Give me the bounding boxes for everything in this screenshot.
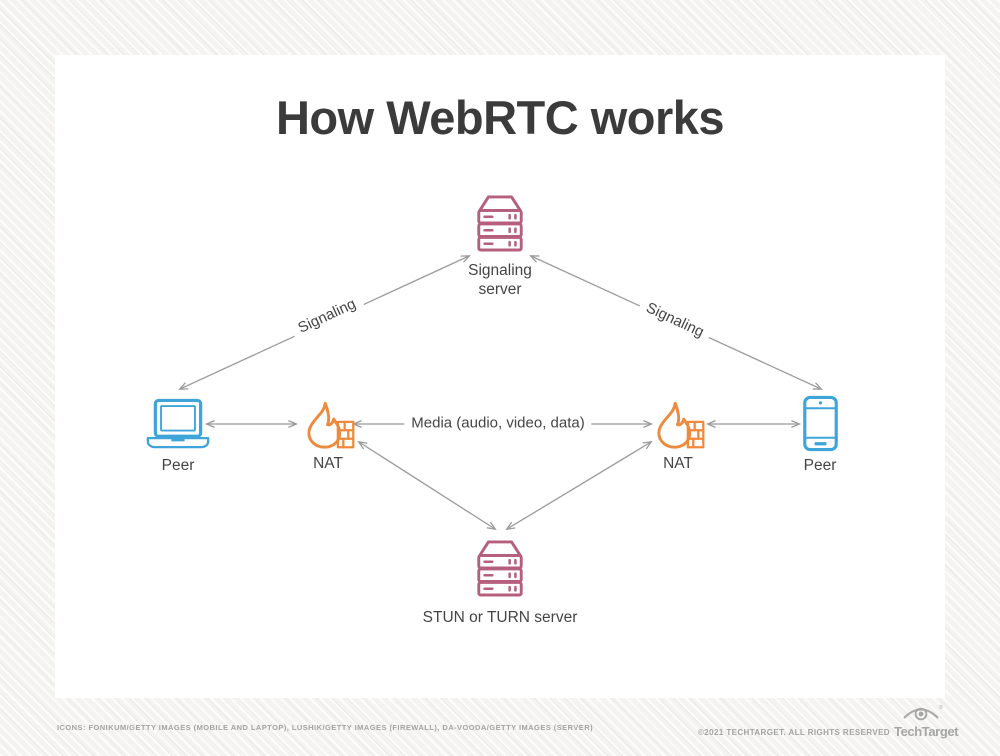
server-rack-icon [473, 194, 527, 252]
diagram-canvas: How WebRTC works Signaling server [55, 55, 945, 698]
media-label: Media (audio, video, data) [404, 413, 592, 433]
techtarget-wordmark: TechTarget [894, 724, 959, 739]
techtarget-logo: ® TechTarget [894, 704, 959, 739]
firewall-flame-icon [298, 399, 356, 451]
svg-text:®: ® [939, 704, 943, 711]
edge-nat-stun-right [505, 440, 653, 531]
stun-turn-server-label: STUN or TURN server [422, 609, 578, 626]
peer-left-label: Peer [161, 457, 195, 474]
diagram-arrows [178, 255, 823, 531]
server-rack-icon [473, 539, 527, 597]
laptop-icon [145, 397, 211, 451]
signaling-server-label: Signaling server [468, 262, 532, 298]
firewall-flame-icon [648, 399, 706, 451]
icon-credits: ICONS: FONIKUM/GETTY IMAGES (MOBILE AND … [57, 723, 594, 732]
techtarget-eye-icon: ® [903, 704, 943, 721]
copyright-text: ©2021 TECHTARGET. ALL RIGHTS RESERVED [698, 728, 890, 737]
page-title: How WebRTC works [275, 91, 725, 144]
smartphone-icon [802, 395, 839, 452]
peer-right-label: Peer [803, 457, 837, 474]
nat-right-label: NAT [663, 455, 693, 472]
edge-nat-stun-left [357, 440, 497, 531]
nat-left-label: NAT [313, 455, 343, 472]
